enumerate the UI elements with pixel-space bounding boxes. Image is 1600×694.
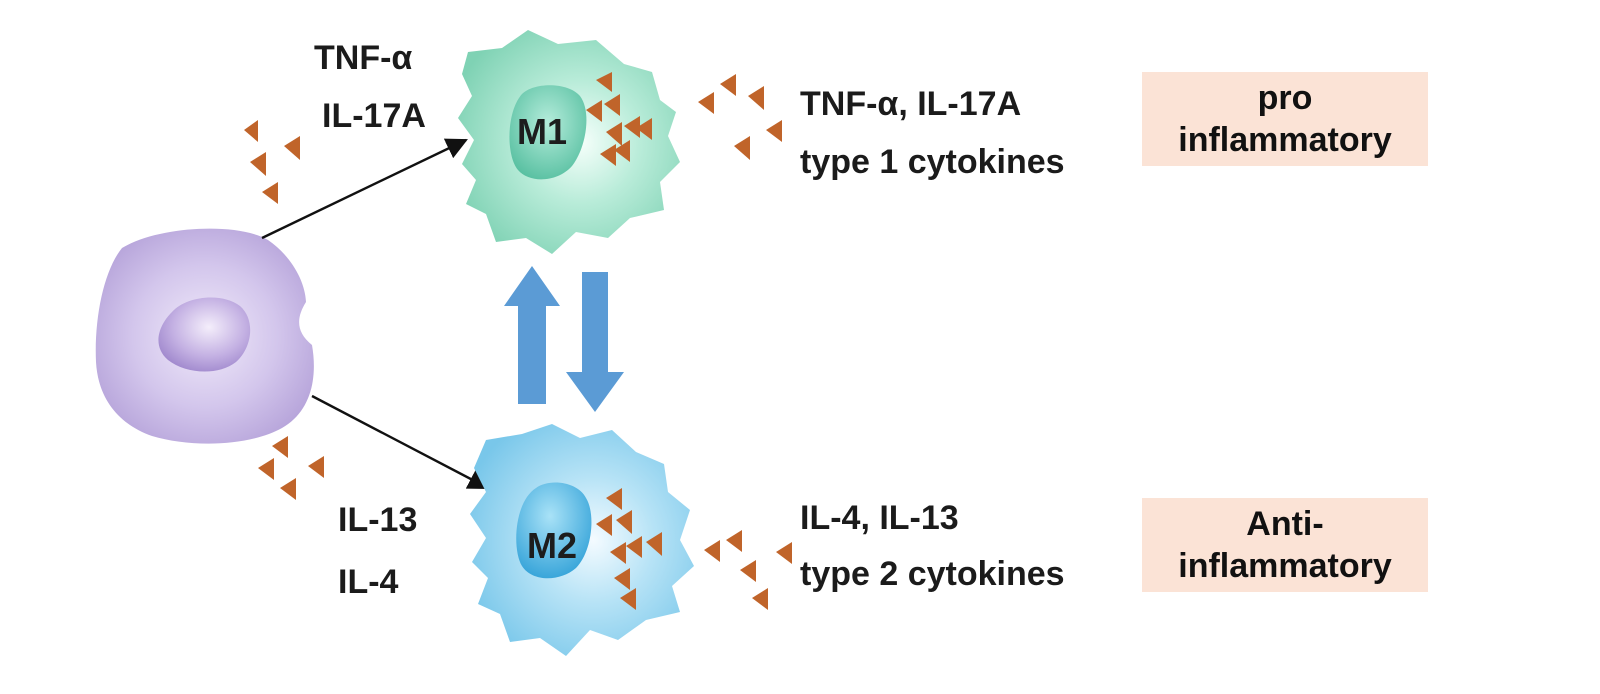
- m1-nucleus: [509, 85, 587, 180]
- anti-inflammatory-box: Anti- inflammatory: [1142, 498, 1428, 592]
- m1-input-tnf-alpha: TNF-α: [314, 39, 413, 77]
- anti-inflammatory-line1: Anti-: [1246, 505, 1324, 543]
- naive-nucleus: [158, 297, 251, 372]
- m2-input-il-13: IL-13: [338, 501, 418, 539]
- m2-macrophage: [470, 424, 694, 656]
- pro-inflammatory-line1: pro: [1257, 79, 1313, 117]
- interconversion-down-arrow: [566, 272, 624, 412]
- m1-output-type: type 1 cytokines: [800, 143, 1065, 181]
- interconversion-up-arrow: [504, 266, 560, 404]
- arrow-to-m2: [311, 394, 490, 490]
- anti-inflammatory-line2: inflammatory: [1178, 547, 1392, 585]
- m2-nucleus: [516, 482, 592, 579]
- m1-macrophage: [458, 30, 680, 254]
- m1-output-cytokines: TNF-α, IL-17A: [800, 85, 1022, 123]
- cytokine-particles: [244, 72, 792, 610]
- m1-label: M1: [516, 111, 567, 152]
- m2-output-type: type 2 cytokines: [800, 555, 1065, 593]
- m2-input-il-4: IL-4: [338, 563, 399, 601]
- arrow-to-m1: [261, 138, 468, 240]
- pro-inflammatory-line2: inflammatory: [1178, 121, 1392, 159]
- pro-inflammatory-box: pro inflammatory: [1142, 72, 1428, 166]
- m2-output-cytokines: IL-4, IL-13: [800, 499, 959, 537]
- m2-label: M2: [526, 525, 577, 566]
- naive-macrophage: [95, 228, 314, 444]
- m1-input-il-17a: IL-17A: [322, 97, 426, 135]
